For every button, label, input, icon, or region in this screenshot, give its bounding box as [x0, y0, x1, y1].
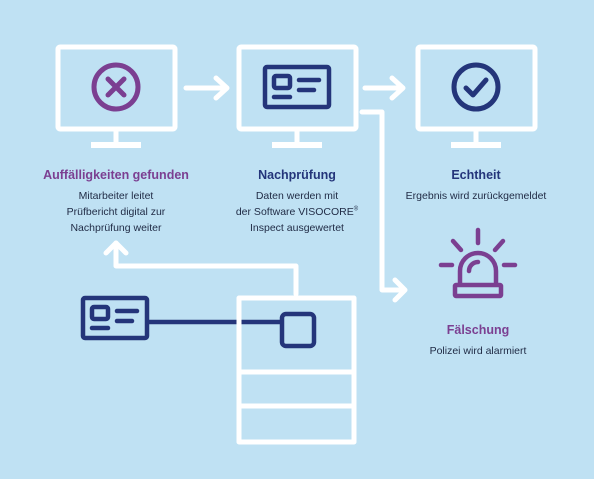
arrow-found-to-review: [183, 75, 230, 101]
registered-mark: ®: [353, 206, 359, 213]
step-review-title: Nachprüfung: [258, 168, 336, 182]
arrow-review-to-genuine: [362, 75, 406, 101]
id-card-icon: [262, 64, 332, 110]
desc-line: Daten werden mit: [255, 190, 339, 202]
monitor-review: [236, 44, 359, 148]
desc-text: der Software VISOCORE: [235, 206, 354, 218]
desc-line: Inspect ausgewertet: [250, 222, 344, 234]
desc-line: Nachprüfung weiter: [70, 222, 162, 234]
check-circle-icon: [451, 62, 501, 112]
step-found-title: Auffälligkeiten gefunden: [43, 168, 189, 182]
step-forgery-label: Fälschung Polizei wird alarmiert: [403, 323, 553, 359]
arrow-review-to-forgery: [359, 109, 408, 303]
monitor-genuine: [415, 44, 538, 148]
arrow-scanner-to-found: [103, 240, 299, 297]
step-found-desc: Mitarbeiter leitet Prüfbericht digital z…: [40, 188, 192, 236]
document-scanner-icon: [236, 295, 357, 445]
alarm-light-icon: [438, 227, 518, 299]
step-review-desc: Daten werden mit der Software VISOCORE® …: [222, 188, 372, 236]
scanner-reader-slot: [279, 311, 317, 349]
desc-line: Prüfbericht digital zur: [66, 206, 166, 218]
step-genuine-label: Echtheit Ergebnis wird zurückgemeldet: [396, 168, 556, 204]
desc-line: Mitarbeiter leitet: [78, 190, 154, 202]
step-forgery-desc: Polizei wird alarmiert: [403, 343, 553, 359]
desc-line: Polizei wird alarmiert: [429, 345, 527, 357]
monitor-found: [55, 44, 178, 148]
step-genuine-desc: Ergebnis wird zurückgemeldet: [396, 188, 556, 204]
step-found-label: Auffälligkeiten gefunden Mitarbeiter lei…: [40, 168, 192, 236]
step-genuine-title: Echtheit: [451, 168, 501, 182]
x-circle-icon: [91, 62, 141, 112]
desc-line: der Software VISOCORE®: [222, 204, 372, 220]
desc-line: Ergebnis wird zurückgemeldet: [405, 190, 547, 202]
step-forgery-title: Fälschung: [446, 323, 510, 337]
id-card-document-icon: [80, 295, 150, 341]
step-review-label: Nachprüfung Daten werden mit der Softwar…: [222, 168, 372, 236]
